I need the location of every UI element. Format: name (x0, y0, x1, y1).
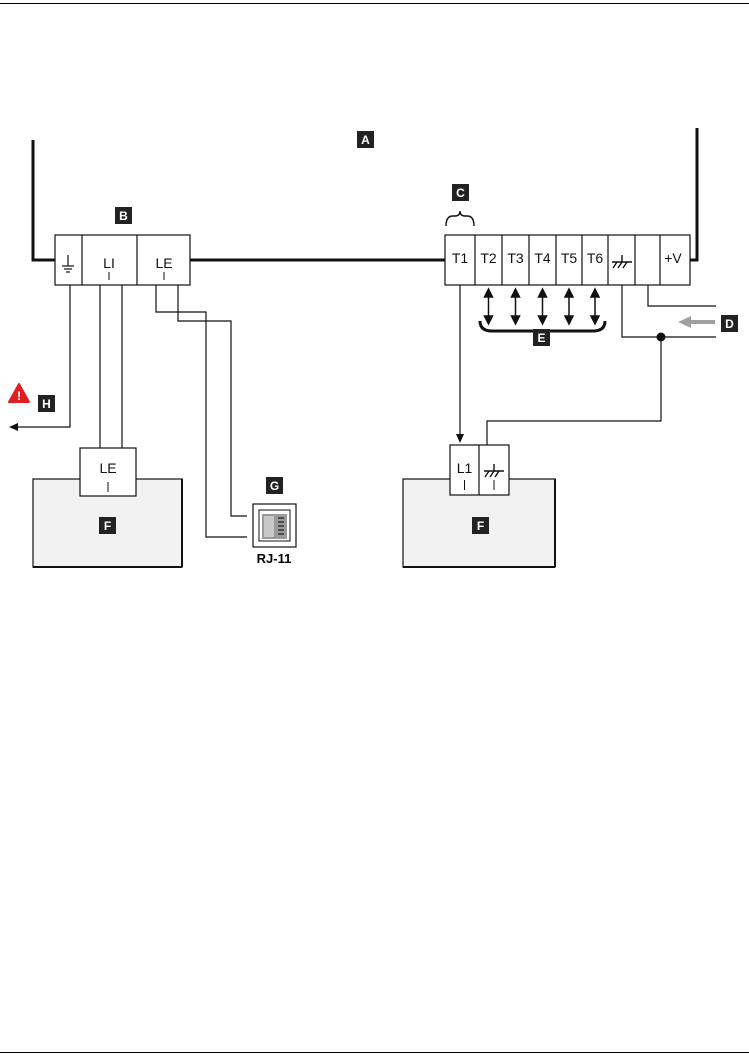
le-wire-2 (178, 285, 247, 516)
supply-arrow-icon (678, 316, 715, 328)
io-arrows (485, 289, 600, 324)
callout-h: H (38, 395, 55, 412)
callout-e: E (533, 329, 550, 346)
right-device-l1-label: L1 (457, 460, 473, 476)
right-terminal-block: T1 T2 T3 T4 T5 T6 +V (445, 235, 690, 285)
callout-g: G (266, 477, 283, 494)
earth-arrowhead (9, 423, 18, 431)
terminal-t4-label: T4 (534, 250, 551, 266)
svg-text:E: E (537, 331, 545, 345)
svg-text:C: C (456, 186, 465, 200)
ground-return-wire (487, 337, 661, 445)
t1-arrowhead (456, 434, 464, 443)
terminal-t3-label: T3 (507, 250, 524, 266)
terminal-t2-label: T2 (480, 250, 497, 266)
svg-text:B: B (119, 209, 128, 223)
left-device-le-label: LE (99, 460, 116, 476)
svg-text:H: H (42, 397, 51, 411)
left-terminal-block: LI LE (55, 235, 190, 285)
terminal-le-label: LE (155, 255, 172, 271)
callout-f-left: F (99, 517, 116, 534)
terminal-t6-label: T6 (587, 250, 604, 266)
svg-text:F: F (104, 519, 111, 533)
terminal-li-label: LI (103, 255, 115, 271)
rj11-label: RJ-11 (257, 551, 292, 566)
svg-text:F: F (477, 519, 484, 533)
terminal-power-label: +V (664, 250, 682, 266)
callout-b: B (115, 207, 132, 224)
svg-text:A: A (361, 133, 370, 147)
svg-text:G: G (270, 479, 279, 493)
terminal-t1-label: T1 (452, 250, 469, 266)
terminal-t5-label: T5 (561, 250, 578, 266)
warning-icon: ! (9, 384, 29, 403)
svg-text:!: ! (17, 389, 21, 403)
callout-f-right: F (472, 517, 489, 534)
callout-d: D (721, 315, 738, 332)
power-positive-wire (648, 285, 716, 306)
rj11-connector-icon (253, 504, 296, 547)
callout-c: C (452, 184, 469, 201)
callout-a: A (357, 131, 374, 148)
power-negative-wire (622, 285, 716, 337)
left-device: LE (33, 448, 182, 567)
svg-text:D: D (725, 317, 734, 331)
right-device: L1 (403, 445, 555, 567)
bracket-c (446, 211, 474, 226)
